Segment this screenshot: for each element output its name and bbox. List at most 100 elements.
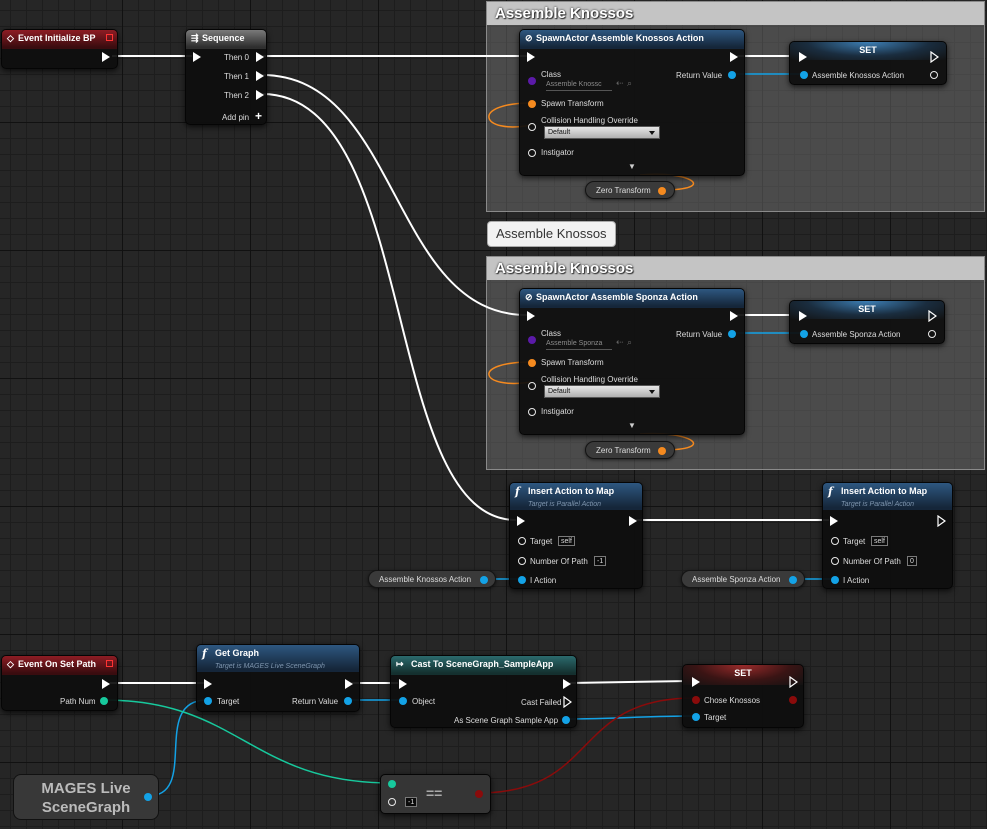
exec-out-pin[interactable] <box>102 679 110 689</box>
b-pin[interactable] <box>388 798 396 806</box>
then-0-pin[interactable] <box>256 52 264 62</box>
get-knossos-action-var[interactable]: Assemble Knossos Action <box>368 570 496 588</box>
node-header[interactable]: f Get Graph Target is MAGES Live SceneGr… <box>197 645 359 672</box>
exec-out-pin[interactable] <box>563 679 571 689</box>
exec-in-pin[interactable] <box>399 679 407 689</box>
cast-failed-pin[interactable] <box>563 695 573 709</box>
add-pin-label[interactable]: Add pin <box>222 113 250 122</box>
exec-out-pin[interactable] <box>629 516 637 526</box>
expand-arrow-icon[interactable]: ▼ <box>628 421 636 430</box>
cast-to-node[interactable]: ↦ Cast To SceneGraph_SampleApp Object Ca… <box>390 655 577 728</box>
exec-out-pin[interactable] <box>345 679 353 689</box>
insert-action-to-map-node[interactable]: f Insert Action to Map Target is Paralle… <box>822 482 953 589</box>
i-action-pin[interactable] <box>518 576 526 584</box>
exec-in-pin[interactable] <box>193 52 201 62</box>
exec-out-pin[interactable] <box>730 52 738 62</box>
exec-out-pin[interactable] <box>102 52 110 62</box>
node-header[interactable]: ⇶ Sequence <box>186 30 266 49</box>
node-header[interactable]: ↦ Cast To SceneGraph_SampleApp <box>391 656 576 675</box>
exec-out-pin[interactable] <box>730 311 738 321</box>
zero-transform-out-pin[interactable] <box>658 446 666 455</box>
class-pin[interactable] <box>528 77 536 85</box>
class-pin[interactable] <box>528 336 536 344</box>
class-select[interactable]: Assemble Knossc <box>546 80 612 91</box>
node-header[interactable]: SET <box>683 665 803 685</box>
comment-title[interactable]: Assemble Knossos <box>487 2 984 25</box>
use-selected-arrow-icon[interactable]: ⇠ <box>616 337 624 347</box>
var-out-pin[interactable] <box>789 575 797 584</box>
comment-bubble[interactable]: Assemble Knossos <box>487 221 616 247</box>
chose-knossos-in-pin[interactable] <box>692 696 700 704</box>
get-sponza-action-var[interactable]: Assemble Sponza Action <box>681 570 805 588</box>
set-chose-knossos-node[interactable]: SET Chose Knossos Target <box>682 664 804 728</box>
as-pin[interactable] <box>562 716 570 724</box>
exec-in-pin[interactable] <box>527 311 535 321</box>
zero-transform-node[interactable]: Zero Transform <box>585 181 675 199</box>
var-in-pin[interactable] <box>800 330 808 338</box>
b-value-input[interactable]: -1 <box>405 797 418 807</box>
browse-icon[interactable]: ⌕ <box>627 78 633 88</box>
target-pin[interactable] <box>204 697 212 705</box>
exec-out-pin[interactable] <box>937 514 947 528</box>
target-pin[interactable] <box>518 537 526 545</box>
return-value-pin[interactable] <box>728 71 736 79</box>
add-pin-icon[interactable]: + <box>255 109 263 123</box>
get-graph-node[interactable]: f Get Graph Target is MAGES Live SceneGr… <box>196 644 360 712</box>
exec-in-pin[interactable] <box>830 516 838 526</box>
exec-in-pin[interactable] <box>204 679 212 689</box>
node-header[interactable]: ◇ Event Initialize BP <box>2 30 117 49</box>
var-out-pin[interactable] <box>930 71 938 79</box>
class-select[interactable]: Assemble Sponza <box>546 339 612 350</box>
then-1-pin[interactable] <box>256 71 264 81</box>
node-header[interactable]: ⊘ SpawnActor Assemble Sponza Action <box>520 289 744 308</box>
collision-pin[interactable] <box>528 382 536 390</box>
i-action-pin[interactable] <box>831 576 839 584</box>
set-sponza-action-node[interactable]: SET Assemble Sponza Action <box>789 300 945 344</box>
exec-in-pin[interactable] <box>799 52 807 62</box>
instigator-pin[interactable] <box>528 408 536 416</box>
zero-transform-node[interactable]: Zero Transform <box>585 441 675 459</box>
mages-live-scenegraph-var[interactable]: MAGES Live SceneGraph <box>13 774 159 820</box>
collision-dropdown[interactable]: Default <box>544 385 660 398</box>
path-num-pin[interactable] <box>100 697 108 705</box>
instigator-pin[interactable] <box>528 149 536 157</box>
var-out-pin[interactable] <box>480 575 488 584</box>
return-value-pin[interactable] <box>728 330 736 338</box>
var-in-pin[interactable] <box>800 71 808 79</box>
number-of-path-pin[interactable] <box>518 557 526 565</box>
return-value-pin[interactable] <box>344 697 352 705</box>
node-header[interactable]: f Insert Action to Map Target is Paralle… <box>823 483 952 510</box>
target-value[interactable]: self <box>871 536 888 546</box>
a-pin[interactable] <box>388 780 396 788</box>
equals-node[interactable]: -1 == <box>380 774 491 814</box>
node-header[interactable]: ◇ Event On Set Path <box>2 656 117 675</box>
spawn-actor-sponza-node[interactable]: ⊘ SpawnActor Assemble Sponza Action Clas… <box>519 288 745 435</box>
exec-out-pin[interactable] <box>928 309 938 323</box>
sequence-node[interactable]: ⇶ Sequence Then 0 Then 1 Then 2 Add pin … <box>185 29 267 125</box>
spawn-actor-knossos-node[interactable]: ⊘ SpawnActor Assemble Knossos Action Cla… <box>519 29 745 176</box>
target-value[interactable]: self <box>558 536 575 546</box>
use-selected-arrow-icon[interactable]: ⇠ <box>616 78 624 88</box>
event-on-set-path-node[interactable]: ◇ Event On Set Path Path Num <box>1 655 118 711</box>
set-knossos-action-node[interactable]: SET Assemble Knossos Action <box>789 41 947 85</box>
node-header[interactable]: ⊘ SpawnActor Assemble Knossos Action <box>520 30 744 49</box>
browse-icon[interactable]: ⌕ <box>627 337 633 347</box>
node-header[interactable]: f Insert Action to Map Target is Paralle… <box>510 483 642 510</box>
event-initialize-bp-node[interactable]: ◇ Event Initialize BP <box>1 29 118 69</box>
spawn-transform-pin[interactable] <box>528 100 536 108</box>
exec-in-pin[interactable] <box>517 516 525 526</box>
zero-transform-out-pin[interactable] <box>658 186 666 195</box>
target-pin[interactable] <box>692 713 700 721</box>
var-out-pin[interactable] <box>928 330 936 338</box>
node-header[interactable]: SET <box>790 301 944 319</box>
exec-out-pin[interactable] <box>789 675 799 689</box>
result-pin[interactable] <box>475 790 483 798</box>
object-pin[interactable] <box>399 697 407 705</box>
var-out-pin[interactable] <box>144 793 152 801</box>
chose-knossos-out-pin[interactable] <box>789 696 797 704</box>
exec-in-pin[interactable] <box>527 52 535 62</box>
node-header[interactable]: SET <box>790 42 946 60</box>
comment-title[interactable]: Assemble Knossos <box>487 257 984 280</box>
exec-in-pin[interactable] <box>692 677 700 687</box>
collision-dropdown[interactable]: Default <box>544 126 660 139</box>
